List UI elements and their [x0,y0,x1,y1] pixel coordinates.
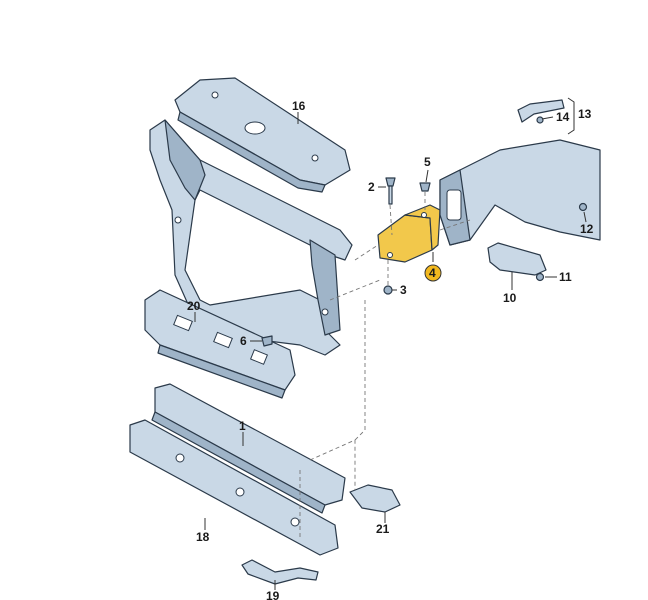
callout-10: 10 [503,291,517,305]
callout-16: 16 [292,99,306,113]
part-21-side-guide [349,484,401,513]
callout-labels: 16 2 5 4 3 6 20 1 18 19 21 10 11 12 14 1… [187,99,594,600]
callout-2: 2 [368,180,375,194]
fasteners [261,177,588,347]
part-18-absorber [129,419,339,556]
part-10-bracket [487,242,547,276]
callout-4-marker [424,264,442,282]
callout-3: 3 [400,283,407,297]
part-13-14-bracket [517,99,565,124]
assembly-guide-lines [299,192,471,540]
callout-5: 5 [424,155,431,169]
callout-12: 12 [580,222,594,236]
callout-4: 4 [429,266,436,280]
longitudinal-member [439,139,601,246]
callout-6: 6 [240,334,247,348]
callout-21: 21 [376,522,390,536]
callout-18: 18 [196,530,210,544]
callout-1: 1 [239,419,246,433]
leader-lines [194,97,587,590]
lock-carrier-frame [149,119,353,356]
callout-19: 19 [266,589,280,600]
callout-13: 13 [578,107,592,121]
part-1-bumper-beam [151,383,346,514]
part-19-bracket [241,559,319,585]
part-20-air-guide [144,289,296,399]
callout-11: 11 [559,270,572,284]
callout-14: 14 [556,110,570,124]
part-16-upper-cover [174,77,351,193]
callout-20: 20 [187,299,201,313]
part-4-crash-box-highlighted [377,204,441,263]
